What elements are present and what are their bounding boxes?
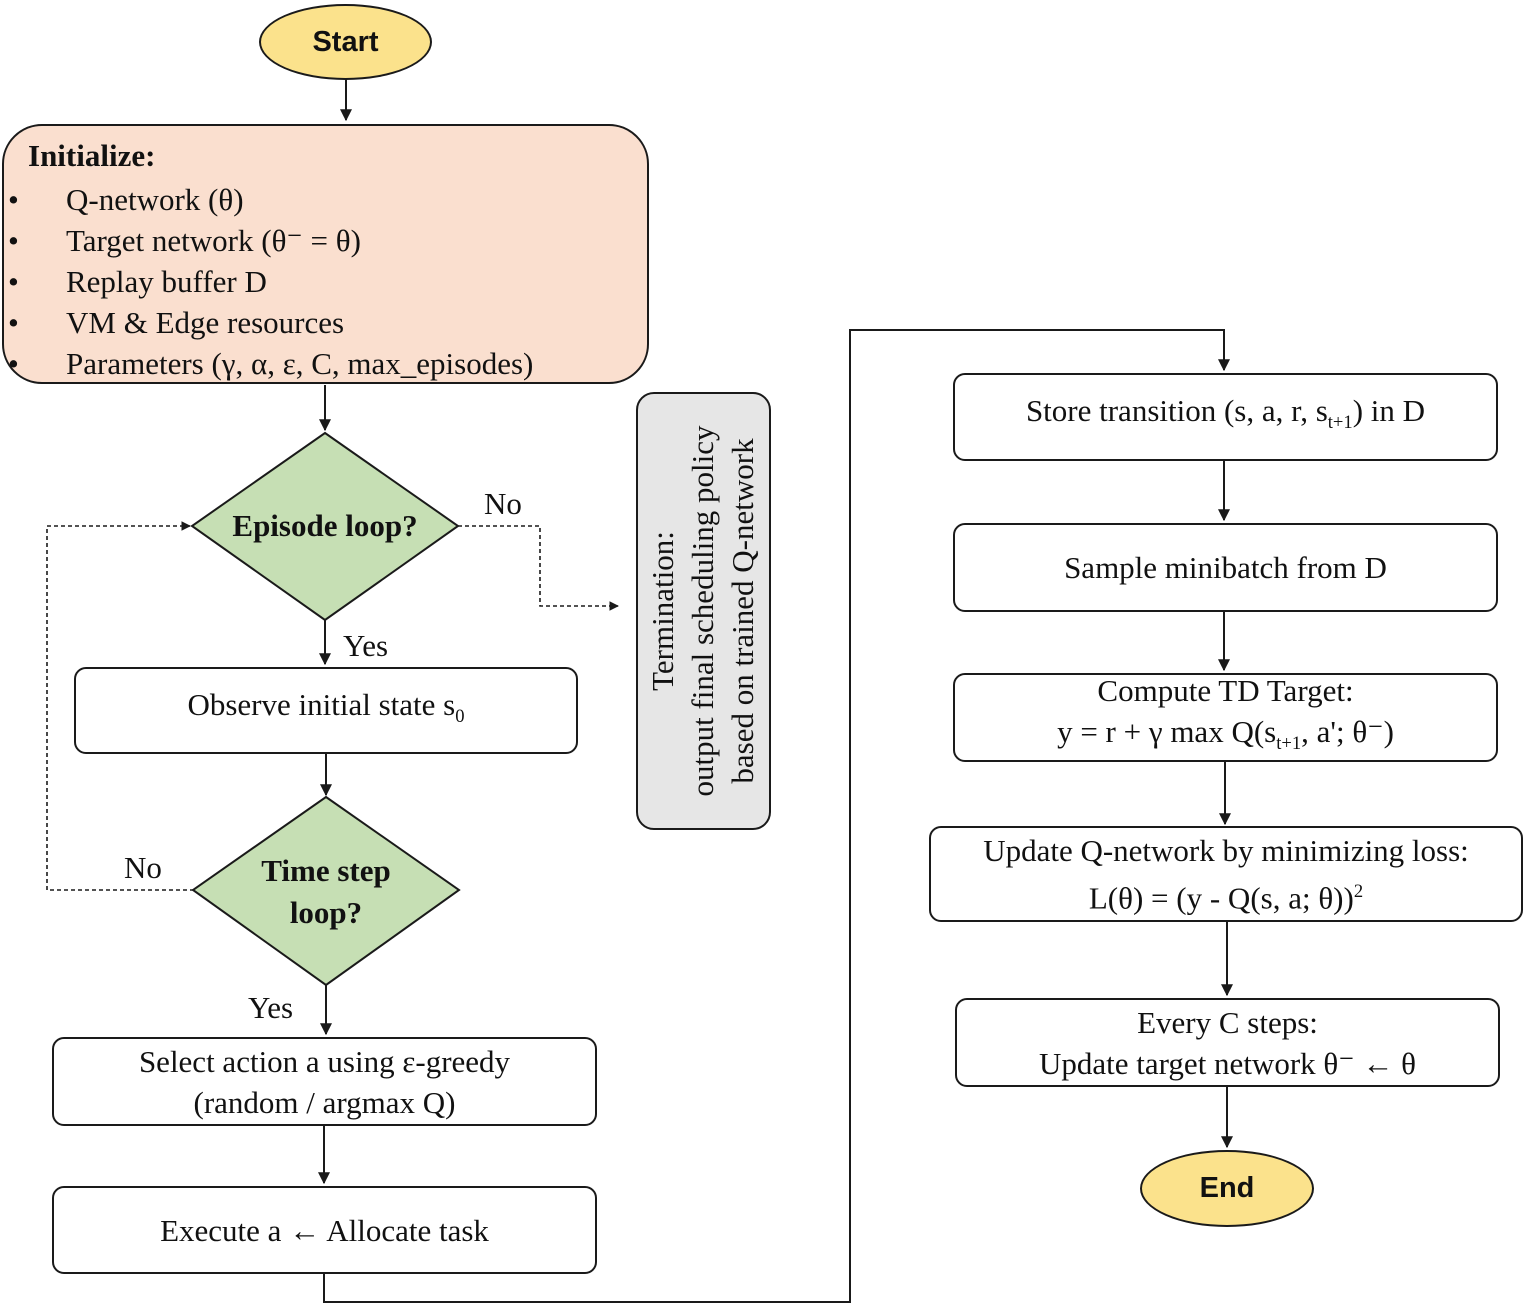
observe-state-text: Observe initial state s0: [187, 686, 465, 728]
termination-text: Termination: output final scheduling pol…: [645, 425, 760, 797]
update-q-network-box: Update Q-network by minimizing loss: L(θ…: [929, 826, 1523, 922]
episode-no-label: No: [484, 486, 522, 521]
init-item: •VM & Edge resources: [8, 305, 345, 340]
start-terminal: Start: [259, 4, 432, 80]
connector-execute-to-store: [323, 329, 1230, 1303]
timestep-no-label: No: [124, 850, 162, 885]
update-target-network-box: Every C steps: Update target network θ⁻ …: [955, 998, 1500, 1087]
select-action-box: Select action a using ε-greedy (random /…: [52, 1037, 597, 1126]
initialize-title: Initialize:: [28, 138, 156, 173]
initialize-box: Initialize: •Q-network (θ) •Target netwo…: [2, 124, 649, 384]
episode-yes-label: Yes: [343, 628, 389, 663]
observe-state-box: Observe initial state s0: [74, 667, 578, 754]
episode-loop-label: Episode loop?: [232, 508, 418, 543]
start-label: Start: [312, 25, 379, 58]
init-item: •Replay buffer D: [8, 264, 267, 299]
time-step-loop-label: Time step loop?: [261, 853, 391, 930]
dashed-timestep-no: [46, 521, 194, 891]
termination-box: [636, 392, 771, 830]
dashed-episode-no: [458, 525, 619, 611]
store-transition-box: Store transition (s, a, r, st+1) in D: [953, 373, 1498, 461]
init-item: •Parameters (γ, α, ε, C, max_episodes): [8, 346, 534, 381]
execute-box: Execute a ← Allocate task: [52, 1186, 597, 1274]
compute-td-target-box: Compute TD Target: y = r + γ max Q(st+1,…: [953, 673, 1498, 762]
episode-loop-diamond: [190, 431, 460, 622]
end-label: End: [1199, 1172, 1255, 1204]
timestep-yes-label: Yes: [248, 990, 294, 1025]
end-terminal: End: [1140, 1150, 1314, 1227]
init-item: •Q-network (θ): [8, 182, 244, 217]
sample-minibatch-box: Sample minibatch from D: [953, 523, 1498, 612]
init-item: •Target network (θ⁻ = θ): [8, 223, 361, 258]
time-step-loop-diamond: [191, 795, 461, 987]
